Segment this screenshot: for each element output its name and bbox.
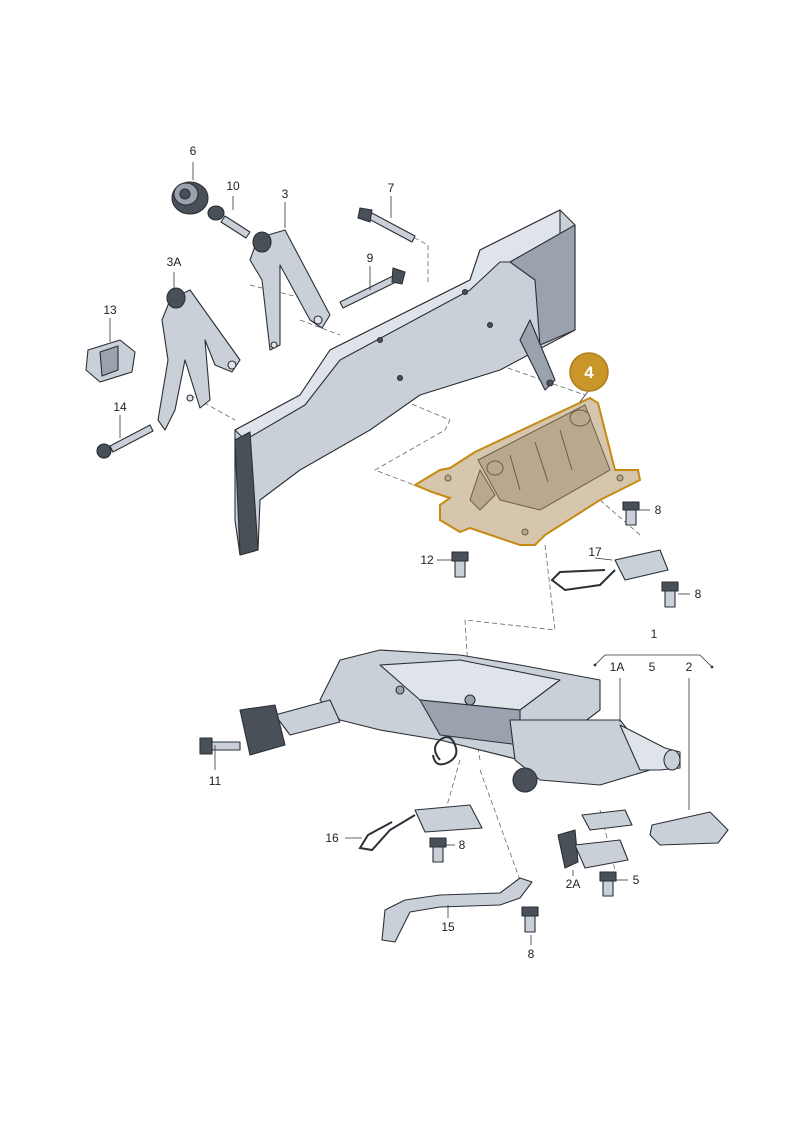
- label-8-lower-left[interactable]: 8: [459, 838, 466, 852]
- screw-8-lower-left: [429, 837, 447, 863]
- label-12[interactable]: 12: [420, 553, 434, 567]
- label-6[interactable]: 6: [190, 144, 197, 158]
- part-7-bolt: [357, 207, 416, 243]
- leader-lines: [109, 162, 714, 945]
- screw-8-bottom: [521, 906, 539, 933]
- label-2[interactable]: 2: [686, 660, 693, 674]
- badge-part-4[interactable]: 4: [569, 352, 609, 392]
- part-10-bolt: [207, 205, 251, 239]
- label-10[interactable]: 10: [226, 179, 240, 193]
- part-2a-bracket: [557, 809, 633, 869]
- screw-8-right: [661, 581, 679, 608]
- label-8-bottom[interactable]: 8: [528, 947, 535, 961]
- screw-5-lower: [599, 871, 617, 897]
- part-3-bracket: [249, 229, 331, 351]
- label-8-upper[interactable]: 8: [655, 503, 662, 517]
- badge-circle: [569, 352, 609, 392]
- part-16-wire-bracket: [358, 804, 483, 852]
- part-4-highlighted-bracket[interactable]: [412, 396, 642, 546]
- part-13-clip: [85, 339, 136, 383]
- label-7[interactable]: 7: [388, 181, 395, 195]
- label-17[interactable]: 17: [588, 545, 602, 559]
- screw-8-upper: [622, 501, 640, 526]
- part-6-rubber-mount: [171, 181, 209, 215]
- cross-member-beam: [234, 209, 576, 556]
- label-2a[interactable]: 2A: [566, 877, 581, 891]
- part-1-steering-column: [239, 649, 681, 793]
- label-16[interactable]: 16: [325, 831, 339, 845]
- label-9[interactable]: 9: [367, 251, 374, 265]
- part-labels: 6 10 3 7 9 3A 13 14 12 8 17 8 1 1A 5 2 1…: [103, 144, 701, 961]
- label-5-column[interactable]: 5: [649, 660, 656, 674]
- part-17-wire-bracket: [550, 549, 669, 592]
- part-11-bolt: [199, 737, 241, 755]
- part-9-bolt: [339, 267, 406, 309]
- part-15-strap: [381, 877, 533, 943]
- label-5-lower[interactable]: 5: [633, 873, 640, 887]
- part-14-bolt: [96, 424, 154, 459]
- screw-12: [451, 551, 469, 578]
- badge-label-4: 4: [584, 363, 594, 382]
- label-1[interactable]: 1: [651, 627, 658, 641]
- label-8-right[interactable]: 8: [695, 587, 702, 601]
- label-11[interactable]: 11: [209, 774, 222, 788]
- label-3[interactable]: 3: [282, 187, 289, 201]
- label-15[interactable]: 15: [441, 920, 455, 934]
- label-13[interactable]: 13: [103, 303, 117, 317]
- label-1a[interactable]: 1A: [610, 660, 625, 674]
- part-2-cover: [649, 811, 729, 846]
- part-3a-bracket: [157, 287, 241, 431]
- label-14[interactable]: 14: [113, 400, 127, 414]
- label-3a[interactable]: 3A: [167, 255, 182, 269]
